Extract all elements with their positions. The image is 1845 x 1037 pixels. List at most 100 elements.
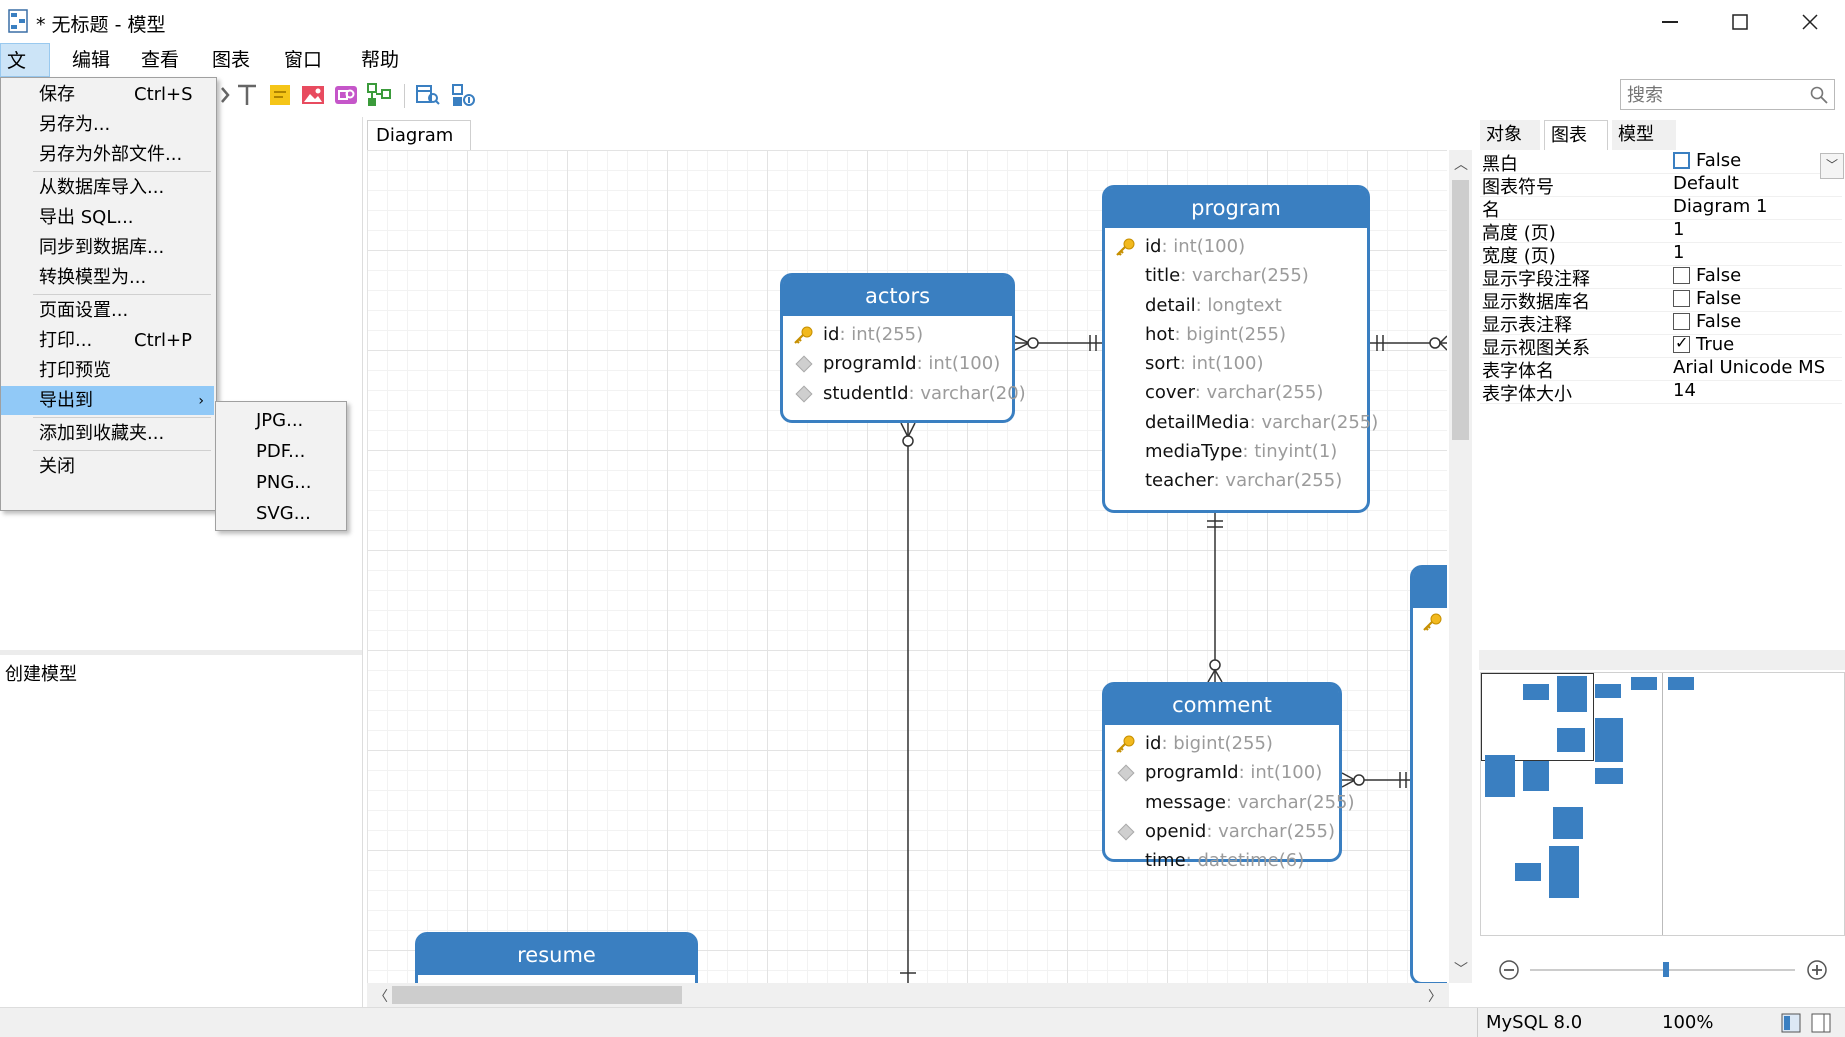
file-menu-item[interactable]: 同步到数据库...	[1, 233, 214, 262]
split-view-icon[interactable]	[1810, 1012, 1832, 1034]
export-menu-item[interactable]: PDF...	[216, 436, 344, 467]
property-row[interactable]: 高度 (页)1	[1480, 219, 1842, 244]
file-menu-item[interactable]: 关闭	[1, 452, 214, 481]
horizontal-scroll-thumb[interactable]	[392, 986, 682, 1004]
entity-field[interactable]: sort: int(100)	[1105, 349, 1367, 378]
export-menu-item[interactable]: SVG...	[216, 498, 344, 529]
panel-splitter[interactable]	[0, 650, 362, 655]
note-tool-icon[interactable]	[267, 82, 293, 108]
horizontal-scrollbar[interactable]: 〈 〉	[367, 983, 1449, 1007]
entity-field[interactable]: title: varchar(255)	[1105, 261, 1367, 290]
entity-program[interactable]: program id: int(100)title: varchar(255)d…	[1102, 185, 1378, 513]
menu-file[interactable]: 文件	[0, 43, 50, 106]
menu-window[interactable]: 窗口	[284, 49, 323, 71]
tab-diagram[interactable]: 图表	[1544, 120, 1608, 150]
text-tool-icon[interactable]	[234, 82, 260, 108]
entity-resume[interactable]: resume	[415, 932, 698, 983]
property-value[interactable]: 1	[1673, 242, 1684, 263]
layer-tool-icon[interactable]	[366, 82, 392, 108]
minimize-button-glyph[interactable]	[1635, 0, 1705, 43]
vertical-scroll-thumb[interactable]	[1452, 180, 1469, 440]
entity-field[interactable]: message: varchar(255)	[1105, 788, 1355, 817]
property-value[interactable]: Diagram 1	[1673, 196, 1767, 217]
zoom-out-icon[interactable]	[1498, 959, 1520, 981]
entity-field[interactable]: mediaType: tinyint(1)	[1105, 437, 1367, 466]
layout-view-icon[interactable]	[1780, 1012, 1802, 1034]
menu-diagram[interactable]: 图表	[212, 49, 251, 71]
minimap-viewport[interactable]	[1481, 673, 1594, 761]
close-button[interactable]	[1775, 0, 1845, 43]
tab-model[interactable]: 模型	[1612, 120, 1676, 150]
property-value[interactable]: 14	[1673, 380, 1696, 401]
entity-field[interactable]: teacher: varchar(255)	[1105, 466, 1367, 495]
entity-field[interactable]: id: int(100)	[1105, 232, 1367, 261]
find-table-icon[interactable]	[415, 82, 441, 108]
scroll-down-icon[interactable]: ﹀	[1454, 962, 1468, 978]
property-value[interactable]: 1	[1673, 219, 1684, 240]
menu-view[interactable]: 查看	[141, 49, 180, 71]
file-menu-item[interactable]: 打印...Ctrl+P	[1, 326, 214, 355]
property-row[interactable]: 显示视图关系True	[1480, 333, 1842, 359]
image-tool-icon[interactable]	[300, 82, 326, 108]
auto-layout-icon[interactable]	[450, 82, 476, 108]
tab-diagram-1[interactable]: Diagram 1	[367, 120, 471, 176]
search-box[interactable]	[1620, 79, 1835, 110]
file-menu-item[interactable]: 转换模型为...	[1, 263, 214, 292]
property-checkbox[interactable]	[1673, 152, 1690, 169]
search-input[interactable]	[1625, 80, 1809, 110]
line-tool-icon[interactable]	[214, 82, 240, 108]
entity-field[interactable]: detail: longtext	[1105, 291, 1367, 320]
menu-help[interactable]: 帮助	[361, 49, 400, 71]
property-checkbox[interactable]	[1673, 290, 1690, 307]
maximize-button[interactable]	[1705, 0, 1775, 43]
shape-tool-icon[interactable]	[333, 82, 359, 108]
entity-field[interactable]: studentId: varchar(20)	[783, 379, 1026, 408]
tab-objects[interactable]: 对象	[1480, 120, 1540, 150]
property-value[interactable]: False	[1673, 265, 1741, 286]
export-menu-item[interactable]: JPG...	[216, 405, 344, 436]
file-menu-item[interactable]: 打印预览	[1, 356, 214, 385]
file-menu-item[interactable]: 页面设置...	[1, 296, 214, 325]
property-value[interactable]: False	[1673, 150, 1741, 171]
export-menu-item[interactable]: PNG...	[216, 467, 344, 498]
entity-field[interactable]: detailMedia: varchar(255)	[1105, 408, 1378, 437]
property-checkbox[interactable]	[1673, 267, 1690, 284]
chevron-down-icon[interactable]: ﹀	[1820, 153, 1844, 179]
entity-field[interactable]: programId: int(100)	[783, 349, 1012, 378]
property-value[interactable]: Default	[1673, 173, 1739, 194]
entity-comment[interactable]: comment id: bigint(255)programId: int(10…	[1102, 682, 1355, 871]
property-checkbox[interactable]	[1673, 333, 1690, 353]
entity-field[interactable]: time: datetime(6)	[1105, 846, 1339, 875]
entity-field[interactable]: openid: varchar(255)	[1105, 817, 1339, 846]
panel-splitter[interactable]	[1479, 650, 1845, 670]
file-menu-item[interactable]: 另存为...	[1, 110, 214, 139]
entity-partial[interactable]	[1410, 565, 1447, 983]
property-value[interactable]: Arial Unicode MS	[1673, 357, 1825, 378]
entity-field[interactable]: cover: varchar(255)	[1105, 378, 1367, 407]
vertical-scrollbar[interactable]: ︿ ﹀	[1449, 150, 1472, 983]
zoom-in-icon[interactable]	[1806, 959, 1828, 981]
file-menu-item[interactable]: 另存为外部文件...	[1, 140, 214, 169]
property-value[interactable]: True	[1673, 333, 1734, 355]
entity-field[interactable]: id: int(255)	[783, 320, 1012, 349]
scroll-up-icon[interactable]: ︿	[1454, 157, 1468, 173]
property-value[interactable]: False	[1673, 311, 1741, 332]
entity-field[interactable]: id: bigint(255)	[1105, 729, 1339, 758]
file-menu-item[interactable]: 从数据库导入...	[1, 173, 214, 202]
diagram-canvas[interactable]: actors id: int(255)programId: int(100)st…	[367, 150, 1447, 983]
entity-field[interactable]: programId: int(100)	[1105, 758, 1339, 787]
scroll-right-icon[interactable]: 〉	[1428, 989, 1442, 1005]
zoom-slider-thumb[interactable]	[1662, 962, 1669, 977]
property-value[interactable]: False	[1673, 288, 1741, 309]
entity-field[interactable]: hot: bigint(255)	[1105, 320, 1367, 349]
menu-edit[interactable]: 编辑	[72, 49, 111, 71]
